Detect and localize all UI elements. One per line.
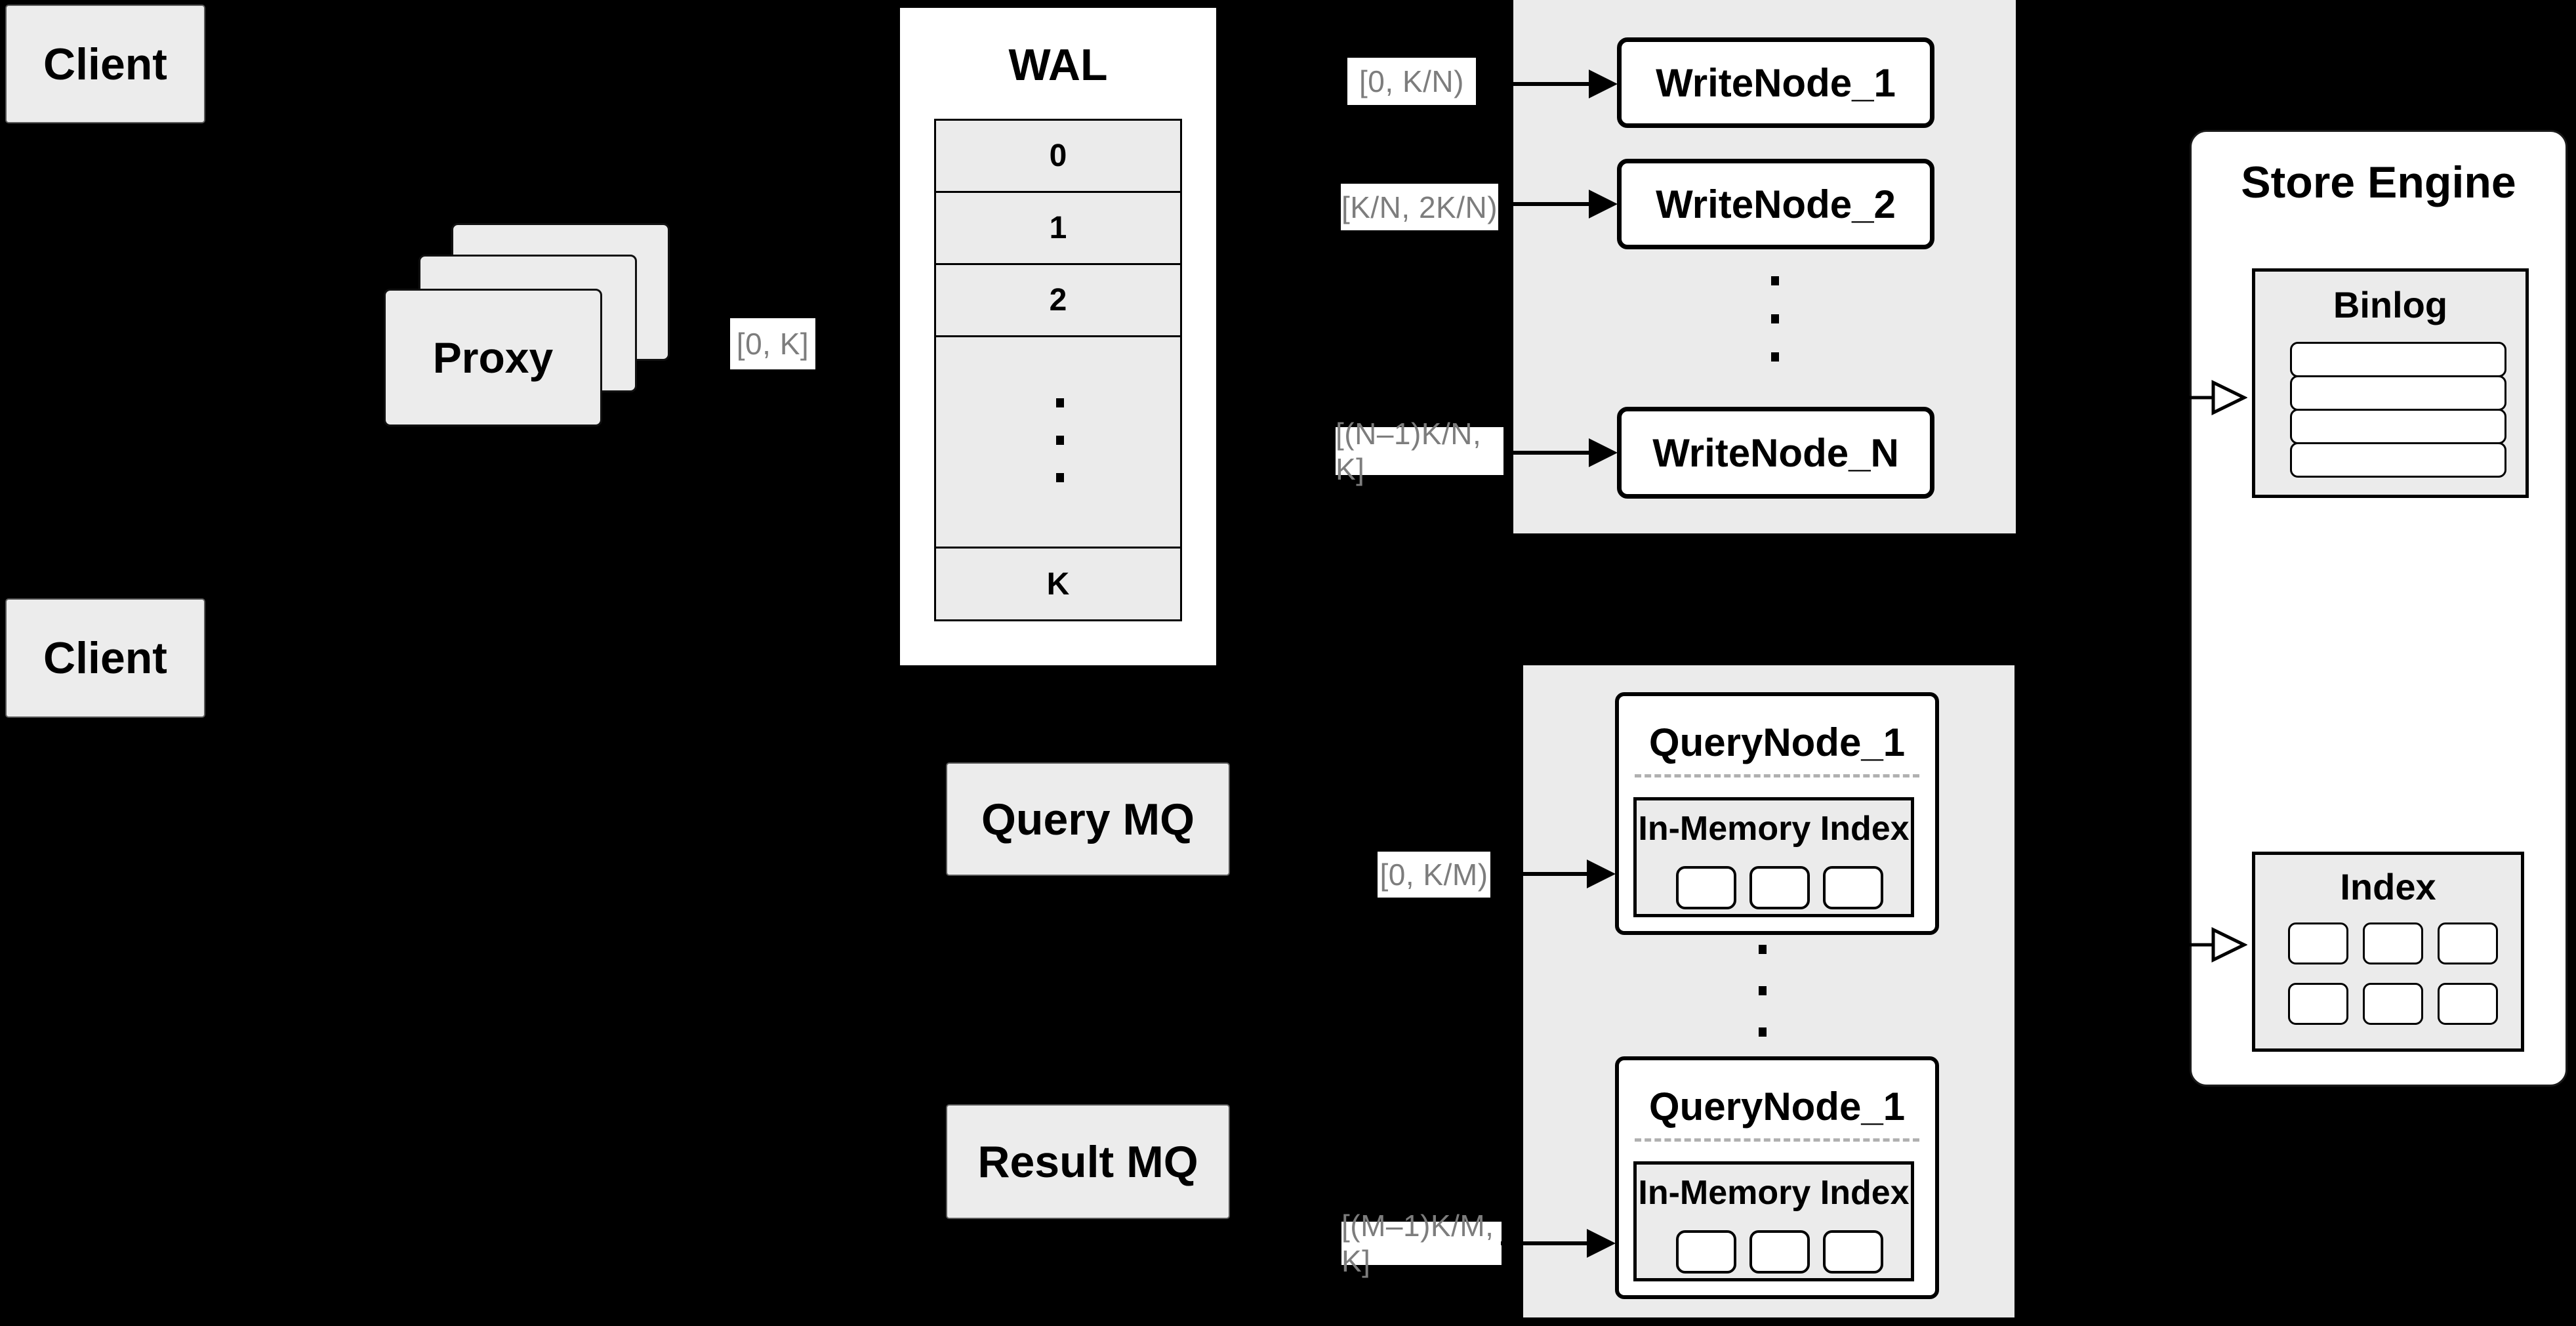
query-mq-box: Query MQ	[946, 762, 1230, 876]
binlog-row	[2290, 375, 2506, 411]
segment-square	[1749, 866, 1810, 909]
query-node-1-box: QueryNode_1 In-Memory Index	[1615, 692, 1939, 935]
client-bottom-box: Client	[5, 598, 205, 718]
index-square	[2363, 983, 2423, 1025]
wal-row-0: 0	[936, 121, 1180, 193]
write-node-n-box: WriteNode_N	[1617, 407, 1934, 499]
segment-square	[1676, 1230, 1736, 1274]
range-label-m1km-k: [(M–1)K/M, K]	[1341, 1209, 1502, 1278]
dashed-divider	[1635, 774, 1919, 777]
wal-row-2: 2	[936, 265, 1180, 337]
arrow-right-icon	[1501, 1229, 1616, 1258]
proxy-card-front: Proxy	[384, 289, 602, 426]
store-engine-box: Store Engine Binlog Index	[2190, 130, 2567, 1087]
ellipsis-dot	[1771, 352, 1779, 362]
binlog-row	[2290, 342, 2506, 377]
range-label-n1kn-k: [(N–1)K/N, K]	[1336, 417, 1503, 486]
wal-row-k: K	[936, 549, 1180, 621]
in-memory-index-2-box: In-Memory Index	[1633, 1161, 1914, 1281]
index-box: Index	[2252, 852, 2524, 1052]
wal-table: 0 1 2 K	[934, 119, 1182, 621]
ellipsis-dot	[1759, 1027, 1767, 1037]
arrow-right-icon	[1476, 70, 1618, 98]
wal-box: WAL 0 1 2 K	[897, 5, 1219, 668]
in-memory-index-2-title: In-Memory Index	[1638, 1174, 1910, 1212]
write-node-1-box: WriteNode_1	[1617, 37, 1934, 128]
wal-row-1: 1	[936, 193, 1180, 265]
segment-square	[1676, 866, 1736, 909]
index-square	[2438, 922, 2498, 964]
client-bottom-label: Client	[43, 633, 167, 683]
ellipsis-dot	[1056, 398, 1064, 407]
wal-title: WAL	[1008, 40, 1108, 90]
index-square	[2363, 922, 2423, 964]
binlog-title: Binlog	[2333, 283, 2448, 325]
arrow-right-icon	[1492, 860, 1616, 888]
binlog-box: Binlog	[2252, 268, 2529, 498]
query-mq-label: Query MQ	[981, 794, 1195, 844]
segment-square	[1823, 866, 1883, 909]
result-mq-label: Result MQ	[977, 1136, 1198, 1187]
in-memory-index-1-box: In-Memory Index	[1633, 797, 1914, 917]
hollow-arrow-right-icon	[2125, 926, 2247, 963]
ellipsis-dot	[1056, 436, 1064, 445]
query-node-1-title: QueryNode_1	[1648, 720, 1906, 764]
dashed-divider	[1635, 1138, 1919, 1142]
arrow-right-icon	[1503, 438, 1618, 467]
client-top-box: Client	[5, 5, 205, 123]
client-top-label: Client	[43, 39, 167, 89]
ellipsis-dot	[1056, 473, 1064, 482]
range-label-0-kn: [0, K/N)	[1347, 58, 1476, 105]
store-engine-title: Store Engine	[2241, 157, 2516, 207]
binlog-row	[2290, 409, 2506, 444]
index-square	[2438, 983, 2498, 1025]
hollow-arrow-right-icon	[2125, 379, 2247, 416]
index-title: Index	[2340, 865, 2436, 907]
ellipsis-dot	[1759, 986, 1767, 995]
write-node-2-box: WriteNode_2	[1617, 159, 1934, 249]
query-node-2-title: QueryNode_1	[1648, 1084, 1906, 1129]
range-label-0-km: [0, K/M)	[1378, 852, 1490, 898]
segment-square	[1823, 1230, 1883, 1274]
range-label-0-k: [0, K]	[730, 318, 815, 369]
range-label-kn-2kn: [K/N, 2K/N)	[1341, 184, 1498, 230]
in-memory-index-1-title: In-Memory Index	[1638, 810, 1910, 848]
ellipsis-dot	[1759, 945, 1767, 954]
binlog-row	[2290, 442, 2506, 478]
wal-row-ellipsis	[936, 337, 1180, 549]
query-node-2-box: QueryNode_1 In-Memory Index	[1615, 1056, 1939, 1299]
ellipsis-dot	[1771, 314, 1779, 323]
segment-square	[1749, 1230, 1810, 1274]
ellipsis-dot	[1771, 276, 1779, 285]
result-mq-box: Result MQ	[946, 1104, 1230, 1219]
index-square	[2288, 922, 2348, 964]
arrow-right-icon	[1498, 190, 1618, 218]
index-square	[2288, 983, 2348, 1025]
proxy-label: Proxy	[432, 333, 554, 382]
